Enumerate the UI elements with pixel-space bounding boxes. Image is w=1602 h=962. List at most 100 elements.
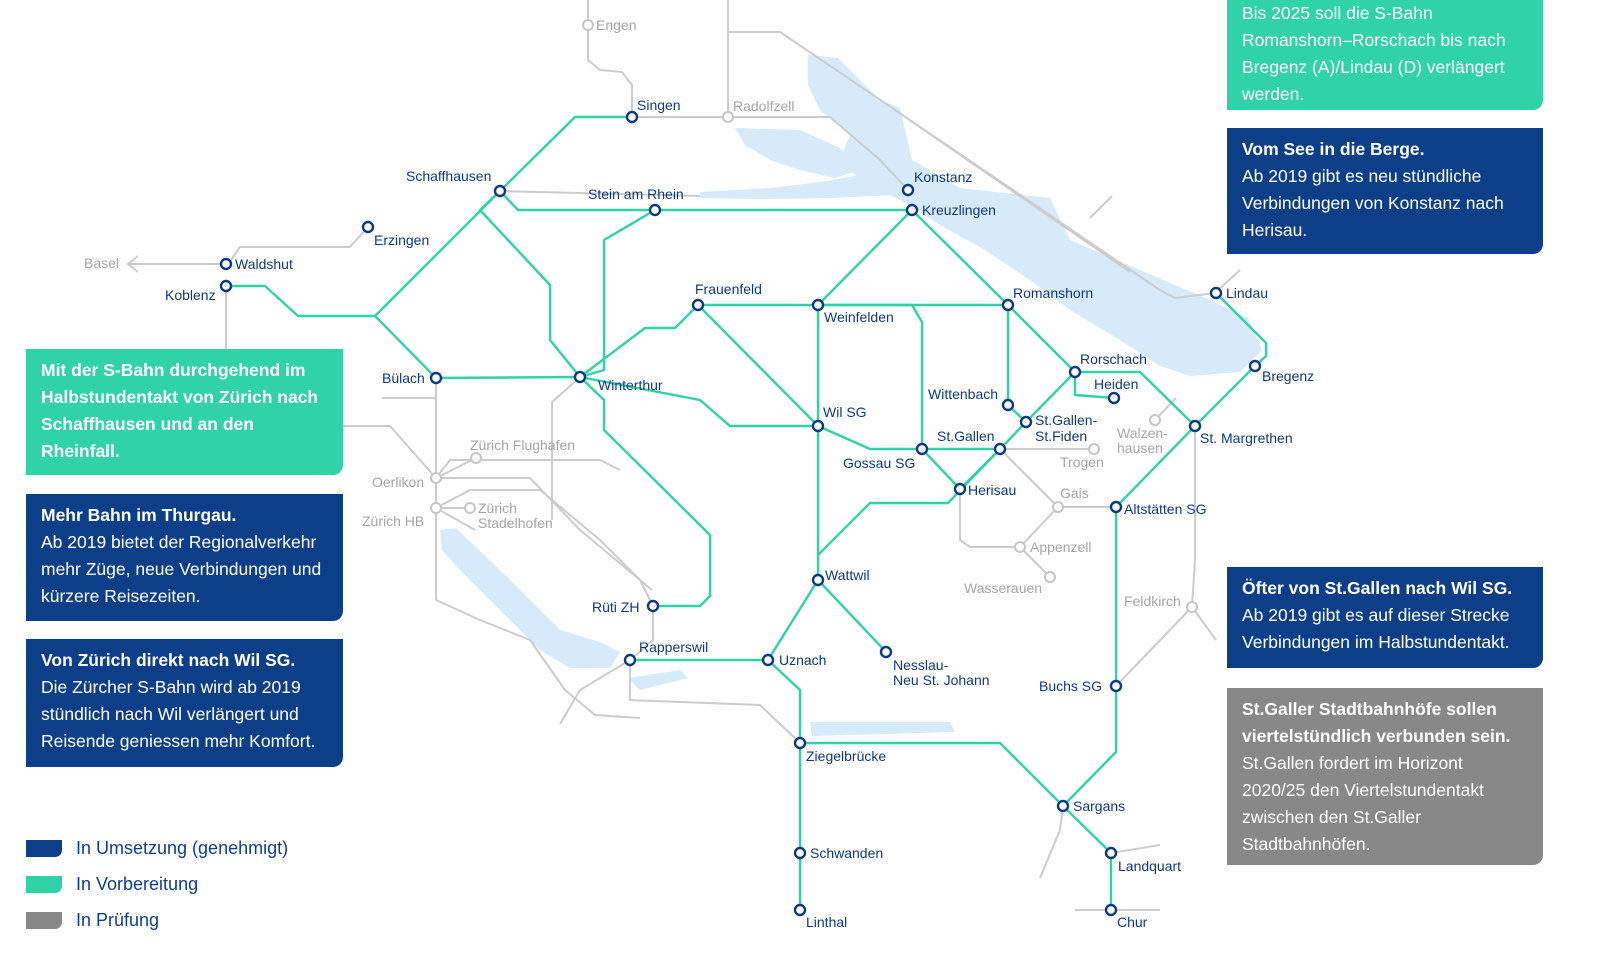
station-altstaetten-sg-marker	[1109, 500, 1123, 514]
label-wattwil: Wattwil	[825, 567, 870, 583]
minor-station-labels: Engen Radolfzell Basel Zürich Flughafen …	[84, 17, 1181, 609]
station-konstanz-marker	[901, 183, 915, 197]
label-st-gallen-st-fiden-1: St.Gallen-	[1035, 412, 1098, 428]
station-winterthur-marker	[573, 370, 587, 384]
legend-label: In Umsetzung (genehmigt)	[76, 838, 289, 858]
station-waldshut-marker	[219, 257, 233, 271]
station-feldkirch-marker	[1186, 601, 1198, 613]
label-ziegelbruecke: Ziegelbrücke	[806, 748, 886, 764]
basel-arrow-icon	[126, 255, 139, 273]
station-radolfzell-marker	[722, 111, 734, 123]
station-zuerich-flughafen-marker	[470, 452, 482, 464]
station-weinfelden-marker	[811, 298, 825, 312]
station-romanshorn-marker	[1001, 298, 1015, 312]
legend-label: In Prüfung	[76, 910, 160, 930]
legend-implementation: In Umsetzung (genehmigt)	[26, 838, 288, 859]
lake-obersee	[628, 670, 688, 690]
label-weinfelden: Weinfelden	[824, 309, 894, 325]
info-box-see-berge: Vom See in die Berge. Ab 2019 gibt es ne…	[1227, 128, 1543, 254]
label-radolfzell: Radolfzell	[733, 98, 794, 114]
station-engen-marker	[582, 19, 594, 31]
label-rapperswil: Rapperswil	[639, 639, 708, 655]
legend-swatch-green	[26, 876, 62, 893]
info-box-text: St.Gallen fordert im Horizont 2020/25 de…	[1242, 753, 1484, 854]
lake-gnadensee	[735, 128, 860, 178]
label-uznach: Uznach	[779, 652, 826, 668]
label-bregenz: Bregenz	[1262, 368, 1314, 384]
station-landquart-marker	[1104, 846, 1118, 860]
label-trogen: Trogen	[1060, 454, 1104, 470]
station-lindau-marker	[1209, 286, 1223, 300]
legend-review: In Prüfung	[26, 910, 159, 931]
label-schwanden: Schwanden	[810, 845, 883, 861]
legend-preparation: In Vorbereitung	[26, 874, 198, 895]
label-zuerich-stadelhofen-1: Zürich	[478, 500, 517, 516]
existing-lines	[128, 0, 1241, 911]
minor-stations	[430, 19, 1198, 613]
station-zuerich-hb-marker	[430, 502, 442, 514]
station-heiden-marker	[1107, 391, 1121, 405]
info-box-heading: Vom See in die Berge.	[1242, 139, 1425, 159]
label-feldkirch: Feldkirch	[1124, 593, 1181, 609]
station-linthal-marker	[793, 903, 807, 917]
station-uznach-marker	[761, 653, 775, 667]
station-rorschach-marker	[1068, 365, 1082, 379]
station-bregenz-marker	[1248, 359, 1262, 373]
label-st-gallen: St.Gallen	[937, 428, 995, 444]
label-kreuzlingen: Kreuzlingen	[922, 202, 996, 218]
label-basel: Basel	[84, 255, 119, 271]
label-frauenfeld: Frauenfeld	[695, 281, 762, 297]
station-st-margrethen-marker	[1188, 419, 1202, 433]
label-walzenhausen-2: hausen	[1117, 440, 1163, 456]
label-st-margrethen: St. Margrethen	[1200, 430, 1293, 446]
label-lindau: Lindau	[1226, 285, 1268, 301]
label-gossau-sg: Gossau SG	[843, 455, 915, 471]
station-herisau-marker	[953, 482, 967, 496]
label-appenzell: Appenzell	[1030, 539, 1092, 555]
station-sargans-marker	[1056, 799, 1070, 813]
label-wasserauen: Wasserauen	[964, 580, 1042, 596]
station-appenzell-marker	[1014, 541, 1026, 553]
label-chur: Chur	[1117, 914, 1148, 930]
label-wittenbach: Wittenbach	[928, 386, 998, 402]
label-zuerich-flughafen: Zürich Flughafen	[470, 437, 575, 453]
label-heiden: Heiden	[1094, 376, 1138, 392]
info-box-text: Die Zürcher S-Bahn wird ab 2019 stündlic…	[41, 677, 316, 751]
label-nesslau-2: Neu St. Johann	[893, 672, 990, 688]
station-wittenbach-marker	[1001, 398, 1015, 412]
station-walzenhausen-marker	[1149, 414, 1161, 426]
label-rueti-zh: Rüti ZH	[592, 599, 639, 615]
info-box-zuerich-wil: Von Zürich direkt nach Wil SG. Die Zürch…	[26, 639, 343, 767]
info-box-text: Bis 2025 soll die S-Bahn Romanshorn–Rors…	[1242, 3, 1506, 104]
station-st-gallen-marker	[993, 442, 1007, 456]
label-altstaetten-sg: Altstätten SG	[1124, 501, 1206, 517]
label-buchs-sg: Buchs SG	[1039, 678, 1102, 694]
info-box-schaffhausen: Mit der S-Bahn durchgehend im Halbstunde…	[26, 349, 343, 475]
info-box-text: Ab 2019 gibt es auf dieser Strecke Verbi…	[1242, 605, 1510, 652]
station-koblenz-marker	[219, 279, 233, 293]
label-zuerich-stadelhofen-2: Stadelhofen	[478, 515, 553, 531]
label-romanshorn: Romanshorn	[1013, 285, 1093, 301]
info-box-heading: Von Zürich direkt nach Wil SG.	[41, 650, 296, 670]
station-oerlikon-marker	[430, 472, 442, 484]
station-rueti-zh-marker	[646, 599, 660, 613]
label-engen: Engen	[596, 17, 636, 33]
label-herisau: Herisau	[968, 482, 1016, 498]
station-ziegelbruecke-marker	[793, 736, 807, 750]
label-erzingen: Erzingen	[374, 232, 429, 248]
station-st-gallen-st-fiden-marker	[1019, 415, 1033, 429]
info-box-stgallen-wil: Öfter von St.Gallen nach Wil SG. Ab 2019…	[1227, 567, 1543, 668]
info-box-text: Ab 2019 gibt es neu stündliche Verbindun…	[1242, 166, 1504, 240]
label-waldshut: Waldshut	[235, 256, 293, 272]
legend-swatch-grey	[26, 912, 62, 929]
label-st-gallen-st-fiden-2: St.Fiden	[1035, 428, 1087, 444]
label-zuerich-hb: Zürich HB	[362, 513, 424, 529]
main-station-labels: Singen Schaffhausen Stein am Rhein Konst…	[165, 97, 1314, 930]
lake-constance	[808, 55, 1262, 376]
label-rorschach: Rorschach	[1080, 351, 1147, 367]
label-koblenz: Koblenz	[165, 287, 216, 303]
station-kreuzlingen-marker	[905, 203, 919, 217]
info-box-thurgau: Mehr Bahn im Thurgau. Ab 2019 bietet der…	[26, 494, 343, 621]
label-oerlikon: Oerlikon	[372, 474, 424, 490]
station-nesslau-marker	[879, 645, 893, 659]
